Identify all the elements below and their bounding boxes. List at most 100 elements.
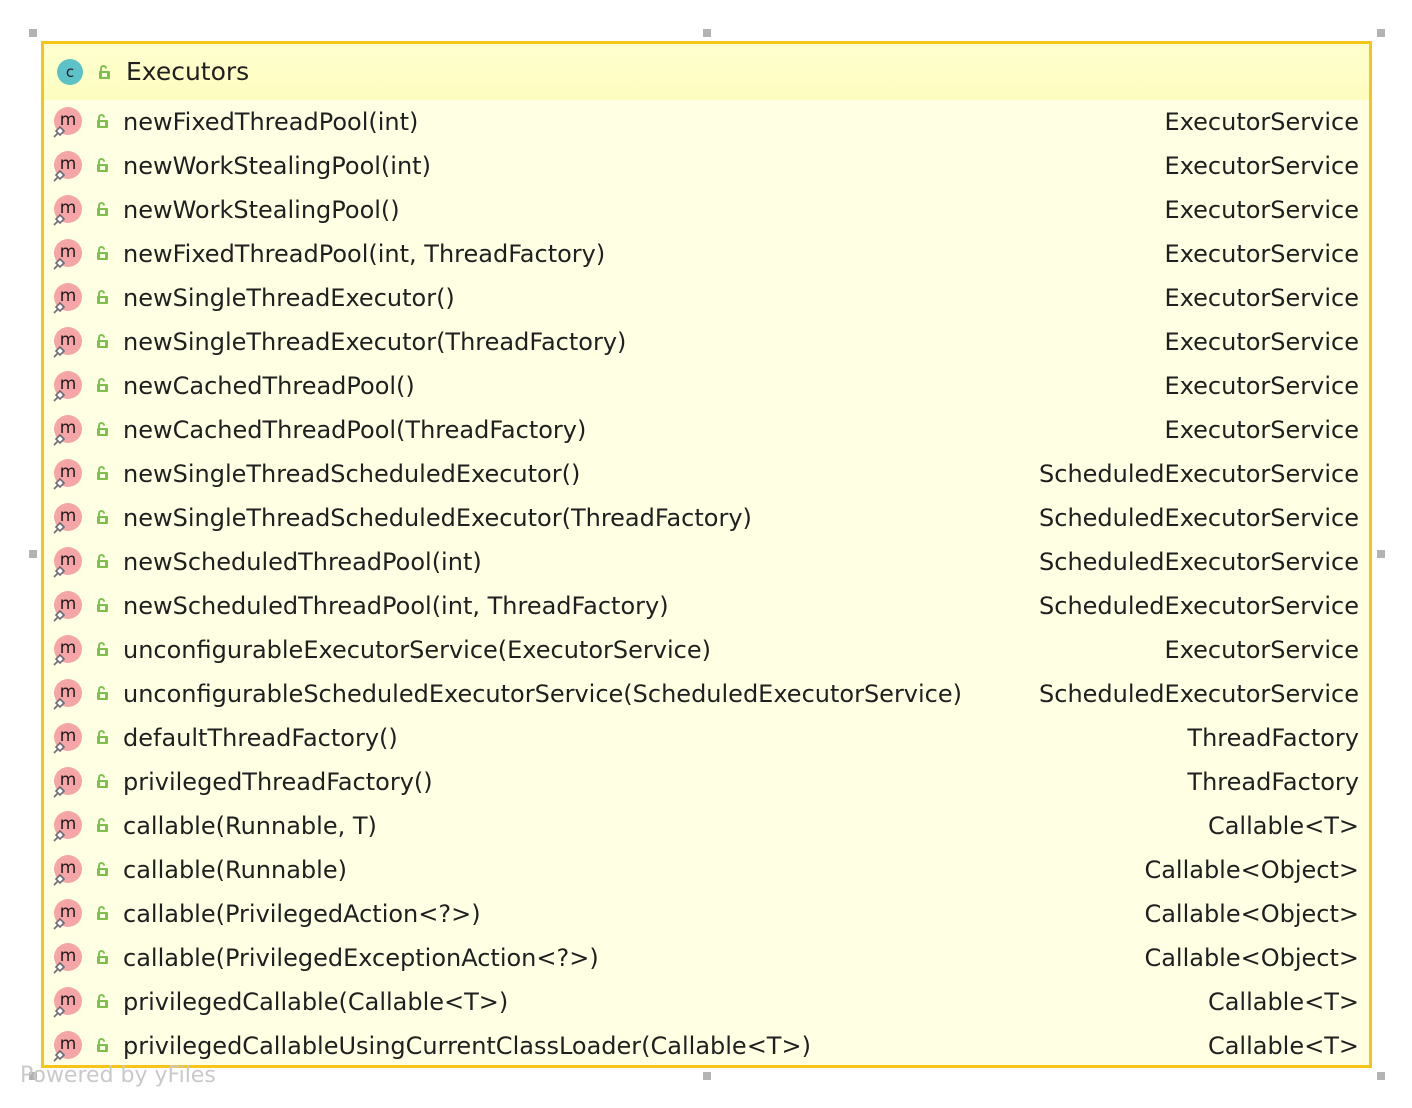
method-signature: newSingleThreadScheduledExecutor() <box>123 460 581 488</box>
resize-handle-top-left[interactable] <box>29 29 37 37</box>
resize-handle-bottom-left[interactable] <box>29 1072 37 1080</box>
public-lock-icon <box>99 65 110 79</box>
static-marker-icon <box>53 829 66 842</box>
method-signature: newSingleThreadScheduledExecutor(ThreadF… <box>123 504 752 532</box>
static-marker-icon <box>53 213 66 226</box>
method-return-type: ThreadFactory <box>1187 768 1359 796</box>
static-marker-icon <box>53 433 66 446</box>
method-row[interactable]: m newSingleThreadScheduledExecutor(Thread… <box>44 496 1369 540</box>
method-return-type: Callable<Object> <box>1144 900 1359 928</box>
method-icon: m <box>54 591 82 619</box>
static-marker-icon <box>53 345 66 358</box>
resize-handle-top-right[interactable] <box>1377 29 1385 37</box>
method-return-type: Callable<T> <box>1207 812 1359 840</box>
class-name: Executors <box>126 57 250 86</box>
method-signature: newSingleThreadExecutor(ThreadFactory) <box>123 328 627 356</box>
method-icon-letter: m <box>59 814 77 834</box>
method-return-type: ExecutorService <box>1164 328 1359 356</box>
static-marker-icon <box>53 917 66 930</box>
method-return-type: ExecutorService <box>1164 416 1359 444</box>
method-icon-letter: m <box>59 858 77 878</box>
method-row[interactable]: m newSingleThreadExecutor(ThreadFactory) E… <box>44 320 1369 364</box>
static-marker-icon <box>53 785 66 798</box>
method-icon: m <box>54 327 82 355</box>
resize-handle-bottom-right[interactable] <box>1377 1072 1385 1080</box>
method-return-type: ThreadFactory <box>1187 724 1359 752</box>
static-marker-icon <box>53 1005 66 1018</box>
static-marker-icon <box>53 257 66 270</box>
method-icon-letter: m <box>59 770 77 790</box>
public-lock-icon <box>97 202 108 216</box>
class-header[interactable]: c Executors <box>44 44 1369 100</box>
static-marker-icon <box>53 389 66 402</box>
class-icon: c <box>57 59 83 85</box>
method-row[interactable]: m privilegedThreadFactory() ThreadFactory <box>44 760 1369 804</box>
method-icon-letter: m <box>59 506 77 526</box>
method-signature: privilegedCallable(Callable<T>) <box>123 988 509 1016</box>
static-marker-icon <box>53 741 66 754</box>
method-return-type: ExecutorService <box>1164 372 1359 400</box>
static-marker-icon <box>53 961 66 974</box>
method-return-type: Callable<T> <box>1207 1032 1359 1060</box>
static-marker-icon <box>53 477 66 490</box>
public-lock-icon <box>97 950 108 964</box>
method-return-type: ExecutorService <box>1164 240 1359 268</box>
public-lock-icon <box>97 774 108 788</box>
method-signature: unconfigurableExecutorService(ExecutorSe… <box>123 636 711 664</box>
method-signature: newSingleThreadExecutor() <box>123 284 455 312</box>
resize-handle-middle-left[interactable] <box>29 550 37 558</box>
method-return-type: ScheduledExecutorService <box>1039 460 1359 488</box>
resize-handle-top-center[interactable] <box>703 29 711 37</box>
method-row[interactable]: m newCachedThreadPool(ThreadFactory) Execu… <box>44 408 1369 452</box>
method-icon-letter: m <box>59 154 77 174</box>
public-lock-icon <box>97 862 108 876</box>
static-marker-icon <box>53 697 66 710</box>
method-signature: callable(PrivilegedExceptionAction<?>) <box>123 944 599 972</box>
method-icon-letter: m <box>59 418 77 438</box>
class-icon-letter: c <box>65 63 75 81</box>
method-signature: newWorkStealingPool(int) <box>123 152 431 180</box>
static-marker-icon <box>53 521 66 534</box>
resize-handle-middle-right[interactable] <box>1377 550 1385 558</box>
method-signature: privilegedThreadFactory() <box>123 768 433 796</box>
public-lock-icon <box>97 334 108 348</box>
method-return-type: ExecutorService <box>1164 636 1359 664</box>
public-lock-icon <box>97 906 108 920</box>
method-row[interactable]: m callable(PrivilegedExceptionAction<?>) C… <box>44 936 1369 980</box>
static-marker-icon <box>53 169 66 182</box>
method-icon-letter: m <box>59 594 77 614</box>
method-icon-letter: m <box>59 1034 77 1054</box>
method-signature: defaultThreadFactory() <box>123 724 398 752</box>
method-return-type: Callable<Object> <box>1144 944 1359 972</box>
public-lock-icon <box>97 290 108 304</box>
static-marker-icon <box>53 301 66 314</box>
public-lock-icon <box>97 466 108 480</box>
static-marker-icon <box>53 653 66 666</box>
resize-handle-bottom-center[interactable] <box>703 1072 711 1080</box>
method-signature: newCachedThreadPool(ThreadFactory) <box>123 416 587 444</box>
method-icon: m <box>54 371 82 399</box>
method-icon-letter: m <box>59 946 77 966</box>
method-signature: newFixedThreadPool(int, ThreadFactory) <box>123 240 606 268</box>
method-icon: m <box>54 107 82 135</box>
public-lock-icon <box>97 378 108 392</box>
static-marker-icon <box>53 873 66 886</box>
